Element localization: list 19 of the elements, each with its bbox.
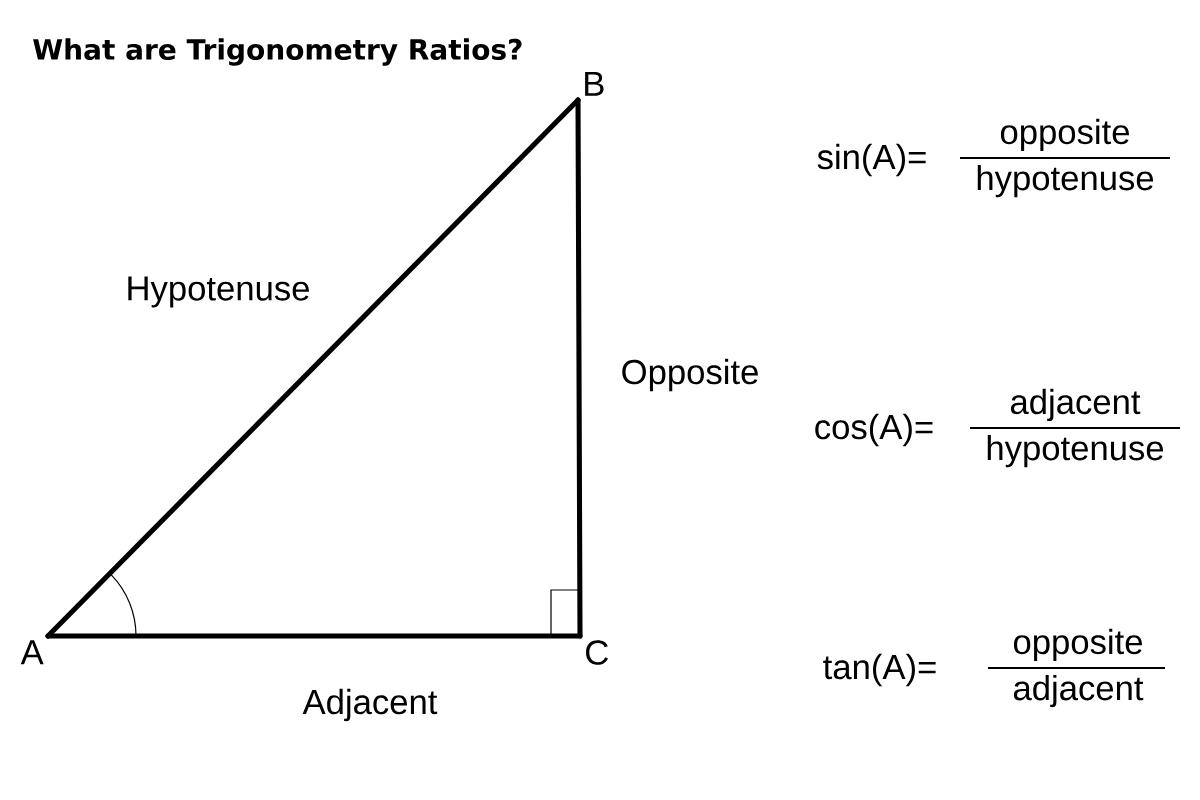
title: What are Trigonometry Ratios?	[33, 38, 522, 66]
formula-label: cos(A)=	[815, 413, 933, 447]
formula-label: tan(A)=	[823, 653, 936, 687]
vertex-label: B	[585, 71, 604, 96]
formula-label: opposite	[1013, 628, 1142, 662]
formula-label: adjacent	[1010, 388, 1141, 422]
triangle-side	[45, 97, 581, 639]
vertex-label: A	[20, 640, 44, 665]
formula-label: hypotenuse	[987, 434, 1164, 468]
triangle-side	[45, 633, 583, 639]
formula-label: opposite	[1000, 118, 1129, 152]
edge-label: Adjacent	[299, 686, 441, 724]
edge-label: Hypotenuse	[122, 273, 314, 311]
vertex-label: C	[586, 640, 608, 665]
formula-label: sin(A)=	[817, 143, 926, 177]
formula-label: adjacent	[1013, 674, 1144, 708]
formula-label: hypotenuse	[977, 164, 1154, 198]
triangle-side	[575, 97, 583, 639]
edge-label: Opposite	[617, 356, 763, 394]
